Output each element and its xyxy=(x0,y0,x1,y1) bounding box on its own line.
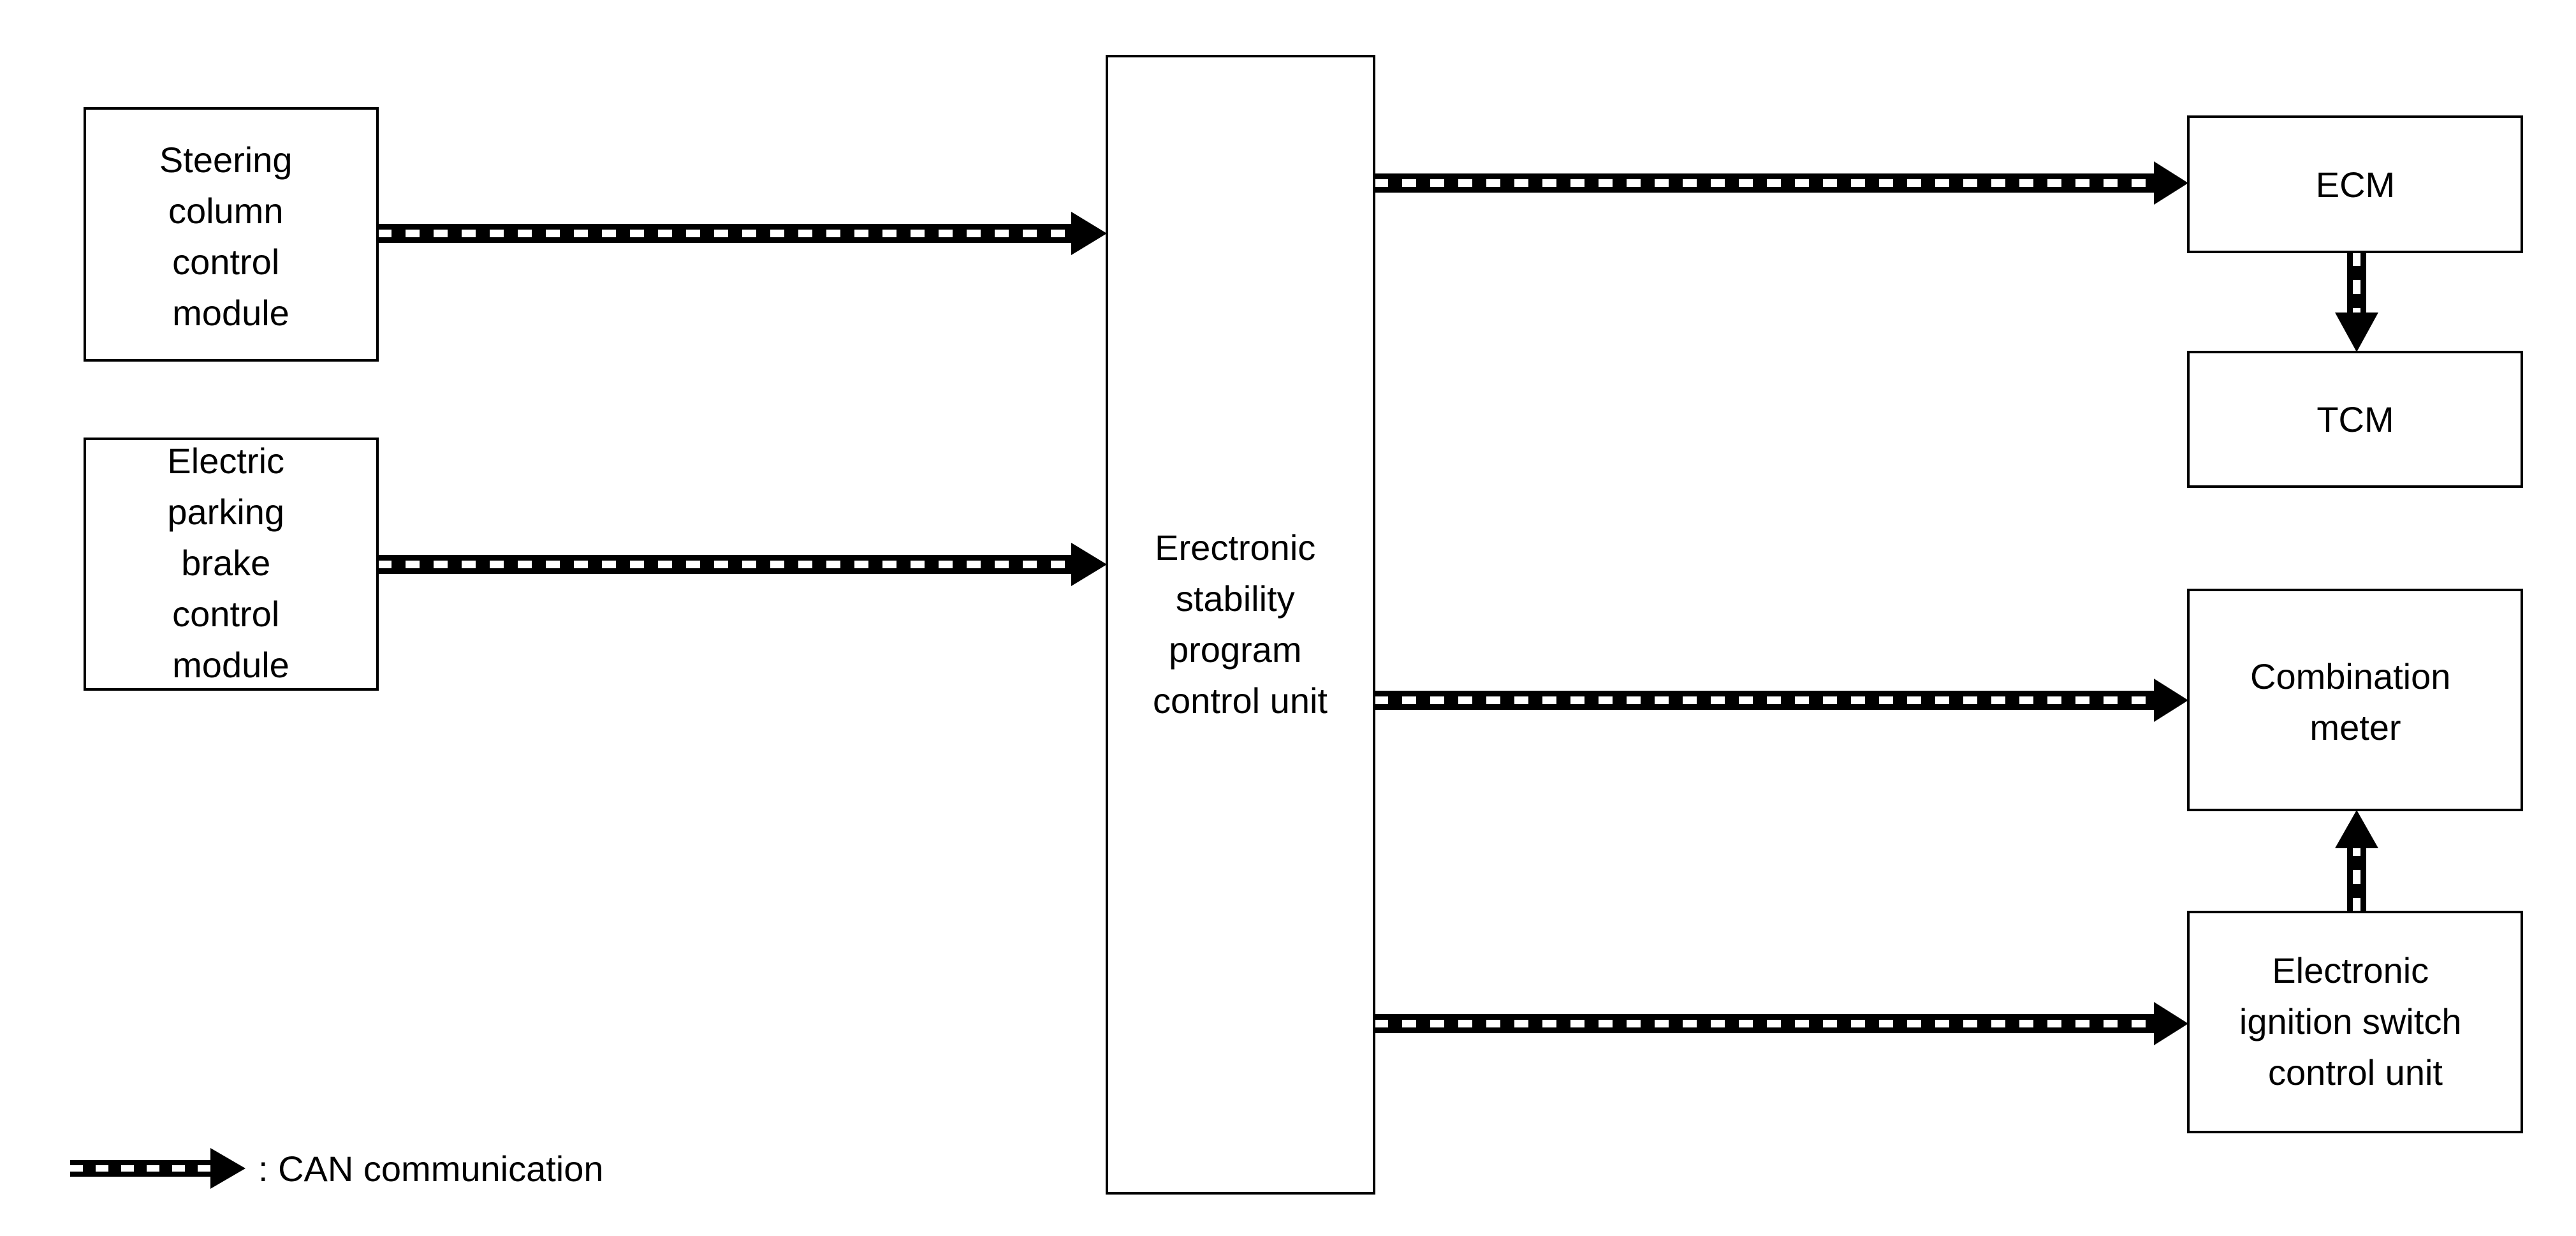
arrow-head xyxy=(2154,1002,2188,1045)
connection-parking-to-esp xyxy=(377,543,1107,586)
arrow-head xyxy=(1071,212,1107,255)
node-label-line: control unit xyxy=(1153,681,1328,721)
node-label-line: module xyxy=(172,645,289,685)
node-label-line: parking xyxy=(167,492,284,532)
arrow-head xyxy=(2154,161,2188,205)
node-label-line: TCM xyxy=(2316,399,2394,439)
node-label: TCM xyxy=(2316,399,2394,439)
node-label-line: brake xyxy=(181,543,270,583)
arrow-head xyxy=(1071,543,1107,586)
legend: : CAN communication xyxy=(70,1148,604,1189)
node-label-line: Electric xyxy=(167,441,284,481)
node-label-line: control unit xyxy=(2268,1052,2443,1093)
node-steering-column-control-module: Steering column control module xyxy=(84,107,379,362)
node-label: ECM xyxy=(2316,165,2395,205)
node-label-line: Combination xyxy=(2250,656,2450,696)
node-label: Combination meter xyxy=(2250,656,2461,747)
node-label-line: Steering xyxy=(159,140,293,180)
connection-ecm-to-tcm xyxy=(2335,252,2378,352)
arrow-head xyxy=(2335,313,2378,352)
connection-esp-to-meter xyxy=(1374,679,2188,722)
node-label-line: Erectronic xyxy=(1155,527,1315,568)
legend-label: : CAN communication xyxy=(258,1149,604,1189)
node-label-line: ECM xyxy=(2316,165,2395,205)
arrow-head xyxy=(2335,810,2378,848)
connection-steering-to-esp xyxy=(377,212,1107,255)
node-label-line: stability xyxy=(1176,578,1295,619)
node-electronic-ignition-switch-control-unit: Electronic ignition switch control unit xyxy=(2187,911,2523,1133)
node-label: Electric parking brake control module xyxy=(167,441,294,685)
legend-arrow-icon xyxy=(70,1148,245,1189)
node-electric-parking-brake-control-module: Electric parking brake control module xyxy=(84,438,379,691)
node-label: Erectronic stability program control uni… xyxy=(1153,527,1328,721)
node-label-line: module xyxy=(172,293,289,333)
connection-esp-to-ignition xyxy=(1374,1002,2188,1045)
node-label-line: control xyxy=(172,242,279,282)
node-label-line: program xyxy=(1169,629,1302,670)
node-label-line: Electronic xyxy=(2272,950,2429,990)
node-label: Steering column control module xyxy=(159,140,302,333)
node-label-line: meter xyxy=(2309,707,2401,747)
arrow-head xyxy=(2154,679,2188,722)
node-label-line: control xyxy=(172,594,279,634)
node-tcm: TCM xyxy=(2187,351,2523,488)
node-ecm: ECM xyxy=(2187,115,2523,253)
node-esp-control-unit: Erectronic stability program control uni… xyxy=(1106,55,1375,1195)
node-label: Electronic ignition switch control unit xyxy=(2239,950,2471,1093)
connection-ignition-to-meter xyxy=(2335,810,2378,912)
node-label-line: ignition switch xyxy=(2239,1001,2462,1041)
node-combination-meter: Combination meter xyxy=(2187,589,2523,811)
connection-esp-to-ecm xyxy=(1374,161,2188,205)
node-label-line: column xyxy=(168,191,284,231)
